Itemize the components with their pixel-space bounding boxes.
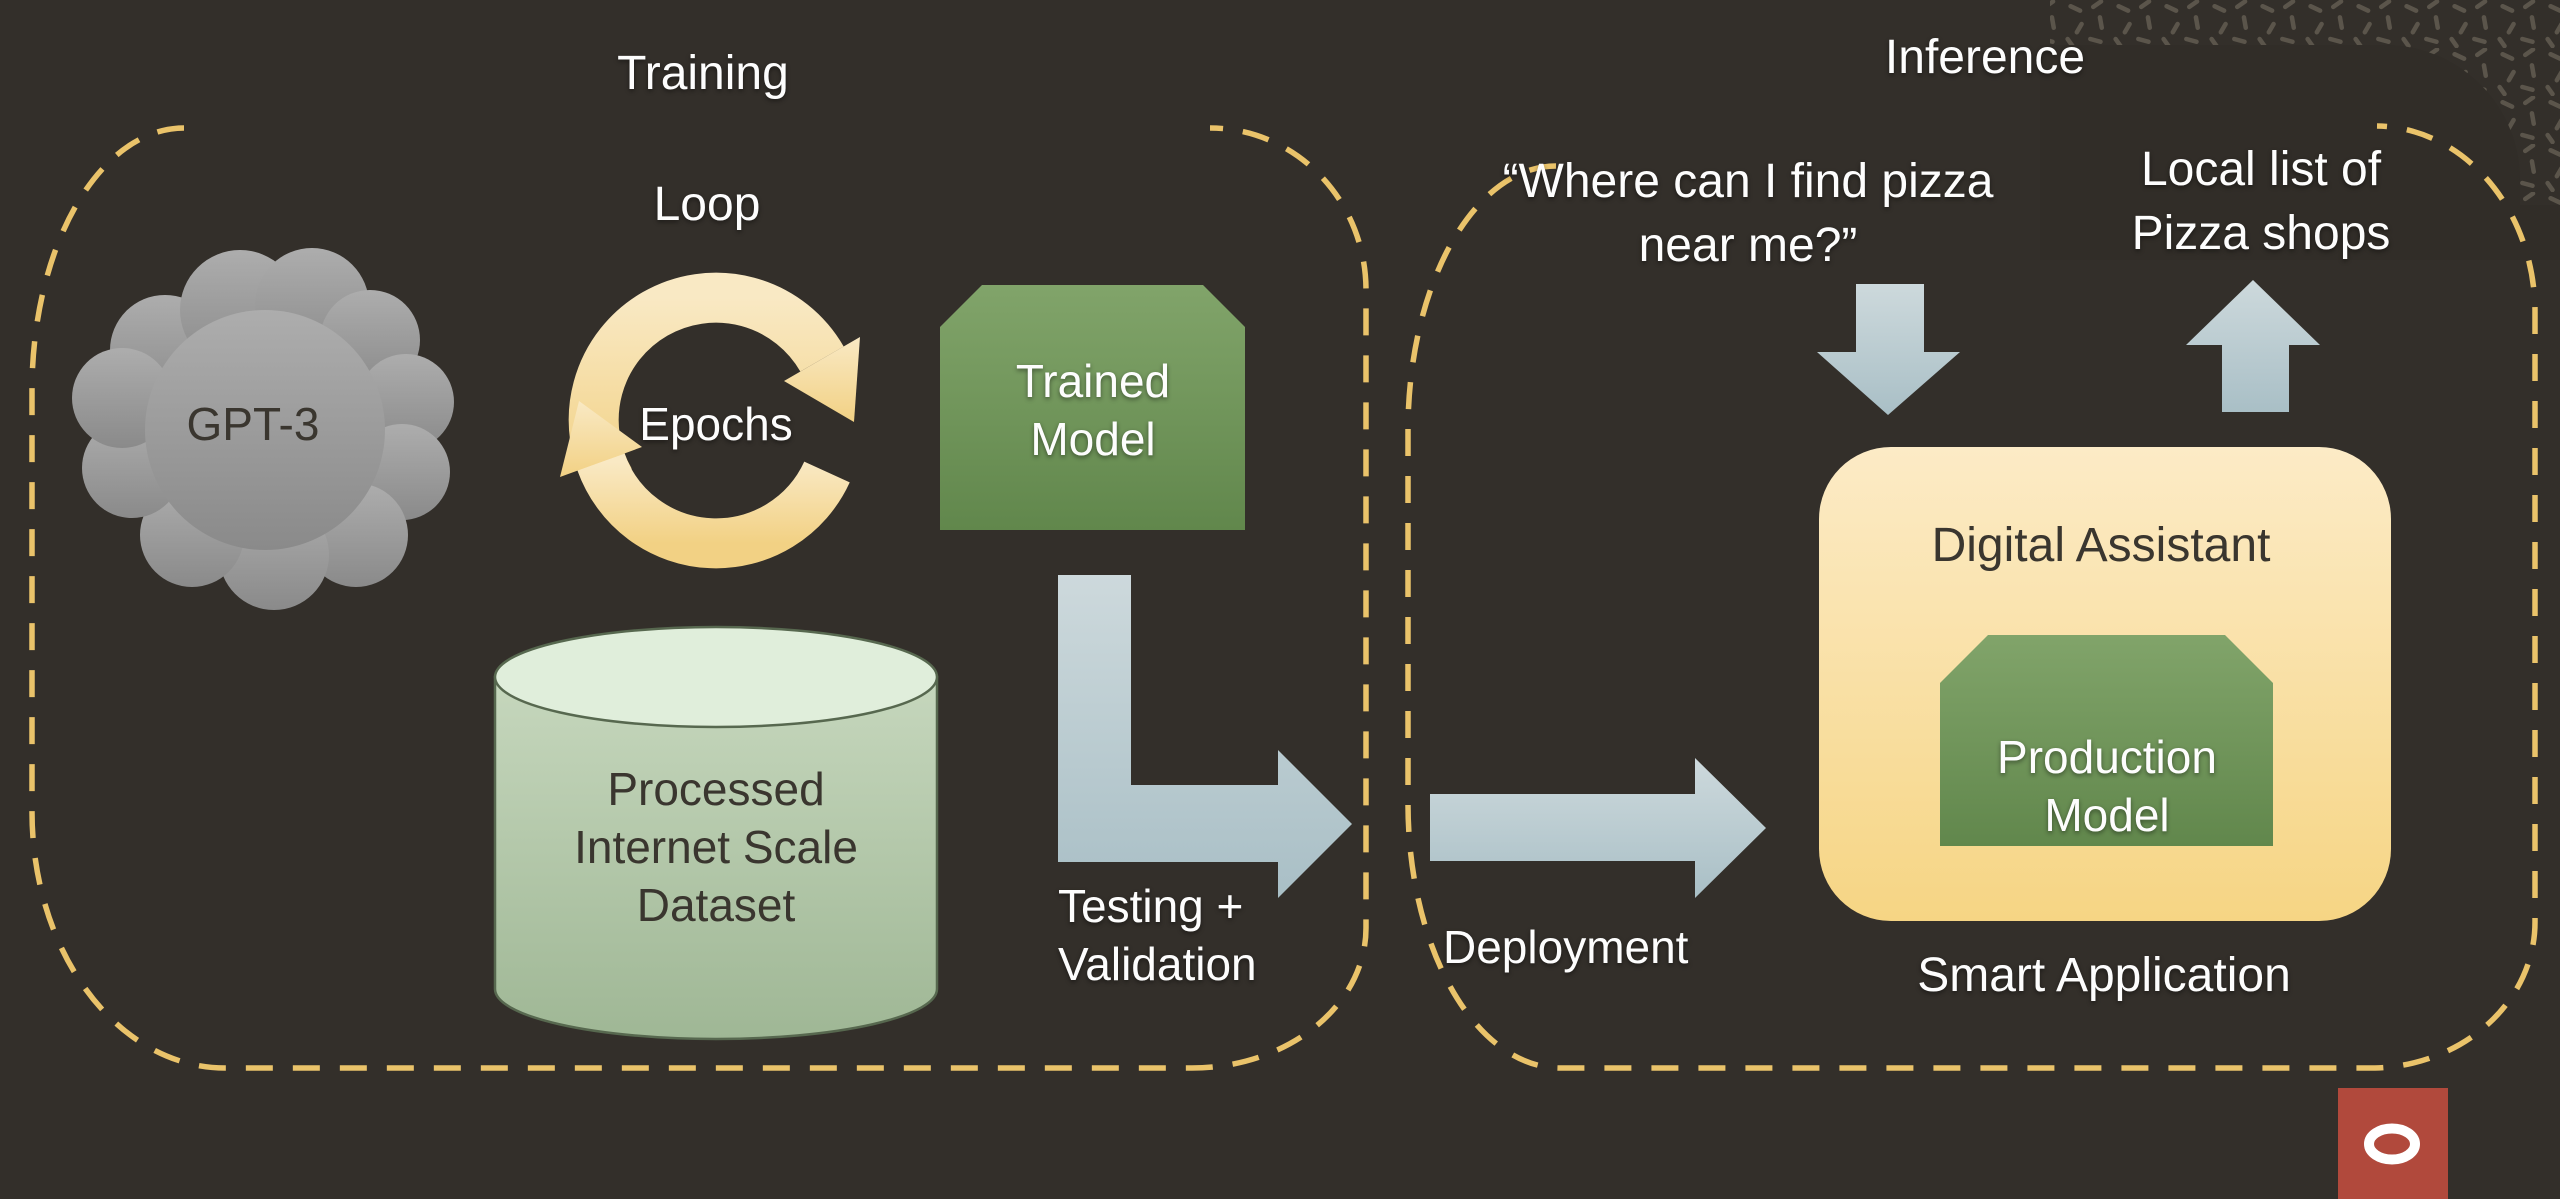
query-down-arrow xyxy=(1817,284,1960,415)
gpt3-label: GPT-3 xyxy=(186,398,320,450)
smart-application-label: Smart Application xyxy=(1917,949,2291,1002)
trained-model-line2: Model xyxy=(1030,413,1156,465)
result-line1: Local list of xyxy=(2140,143,2382,196)
loop-arrowhead-left xyxy=(560,401,642,477)
testing-line1: Testing + xyxy=(1058,880,1244,932)
loop-arrowhead-right xyxy=(784,337,860,422)
training-title: Training xyxy=(617,47,789,100)
trained-model-line1: Trained xyxy=(1015,355,1171,407)
epochs-label: Epochs xyxy=(639,398,793,450)
deployment-label: Deployment xyxy=(1443,921,1689,973)
gpt3-cloud-icon xyxy=(72,248,454,610)
trained-model-label: Trained Model xyxy=(942,352,1244,468)
result-line2: Pizza shops xyxy=(2131,207,2391,260)
dataset-line3: Dataset xyxy=(636,879,796,931)
training-section-border xyxy=(29,125,1369,1071)
inference-title: Inference xyxy=(1884,31,2086,84)
production-model-shape xyxy=(1940,635,2273,846)
user-query-line2: near me?” xyxy=(1638,219,1858,272)
digital-assistant-label: Digital Assistant xyxy=(1931,519,2271,572)
production-model-line1: Production xyxy=(1997,731,2217,783)
deployment-arrow xyxy=(1430,758,1766,898)
training-subtitle-loop: Loop xyxy=(653,178,761,231)
dataset-line2: Internet Scale xyxy=(574,821,858,873)
dataset-cylinder-shape xyxy=(493,625,939,1041)
trained-model-shape xyxy=(940,285,1245,530)
oracle-logo-icon xyxy=(2338,1088,2448,1199)
user-query-line1: “Where can I find pizza xyxy=(1502,155,1994,208)
production-model-line2: Model xyxy=(2044,789,2170,841)
dataset-label: Processed Internet Scale Dataset xyxy=(496,760,936,934)
result-up-arrow xyxy=(2186,280,2320,412)
testing-validation-arrow xyxy=(1058,575,1352,898)
testing-validation-label: Testing + Validation xyxy=(1058,877,1458,993)
inference-section-border xyxy=(1405,123,2538,1071)
result-label: Local list of Pizza shops xyxy=(2041,138,2481,266)
testing-line2: Validation xyxy=(1058,938,1257,990)
user-query-label: “Where can I find pizza near me?” xyxy=(1448,150,2048,278)
dataset-line1: Processed xyxy=(607,763,825,815)
corner-texture xyxy=(2040,0,2560,260)
epochs-loop-icon xyxy=(560,272,860,569)
production-model-label: Production Model xyxy=(1956,728,2258,844)
